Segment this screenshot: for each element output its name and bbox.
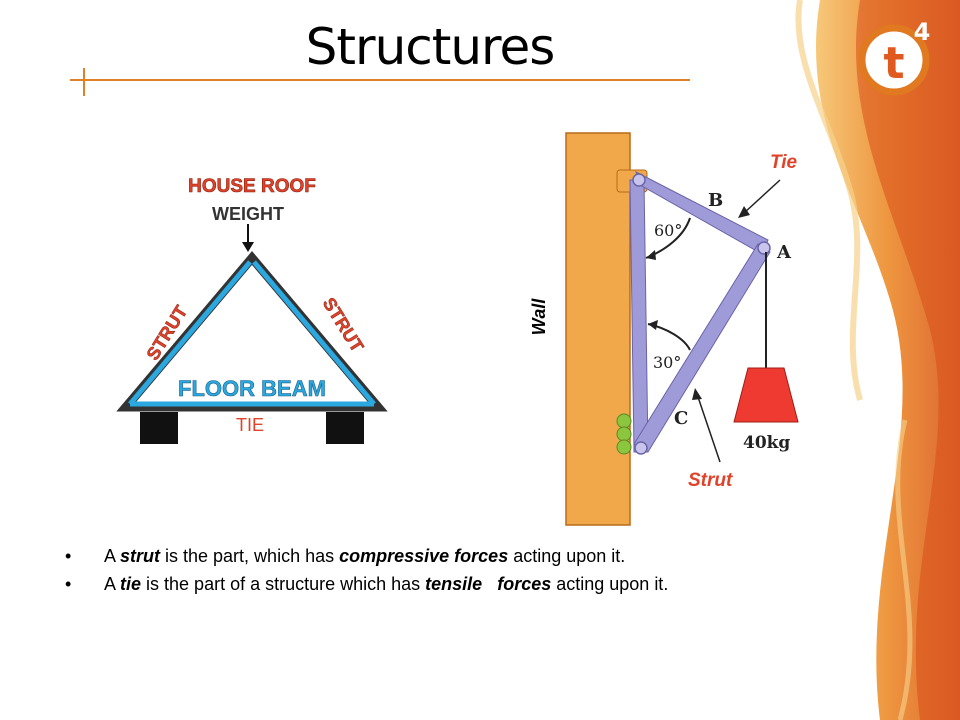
- bullet-emphasis: tensile forces: [425, 574, 552, 594]
- bullet-text: is the part of a structure which has: [141, 574, 426, 594]
- tie-callout-line: [743, 179, 781, 214]
- joint-top-pin: [632, 173, 646, 187]
- angle-bottom-label: 30°: [653, 353, 681, 372]
- tie-definition: A tie is the part of a structure which h…: [62, 570, 942, 598]
- roof-weight-label: WEIGHT: [212, 204, 284, 224]
- vertical-member: [629, 179, 649, 453]
- weight-arrow-head: [242, 242, 254, 252]
- tie-label: Tie: [770, 152, 798, 173]
- strut-callout-line: [696, 393, 721, 463]
- title-tick: [83, 68, 85, 96]
- logo-letter: t: [883, 38, 904, 89]
- point-c-label: C: [674, 408, 688, 429]
- mass-label: 40kg: [743, 433, 790, 453]
- background-swirl-band: [795, 0, 863, 401]
- bullet-text: A: [104, 546, 121, 566]
- bullet-text: acting upon it.: [551, 574, 669, 594]
- bullet-emphasis: tie: [120, 574, 142, 594]
- wall-label: Wall: [529, 298, 549, 336]
- tie-callout-arrowhead: [738, 206, 750, 218]
- hanging-weight: [733, 367, 799, 423]
- bullet-text: acting upon it.: [508, 546, 626, 566]
- point-b-label: B: [708, 190, 723, 211]
- floor-beam-label: FLOOR BEAM: [178, 376, 326, 401]
- title-underline: [70, 79, 690, 81]
- bullet-emphasis: compressive forces: [339, 546, 509, 566]
- strut-callout-arrowhead: [692, 388, 702, 400]
- right-support-block: [326, 412, 364, 444]
- joint-bottom-pin: [634, 441, 648, 455]
- strut-label: Strut: [688, 470, 733, 491]
- left-strut-member: [128, 260, 252, 406]
- t4-logo-icon: t 4: [858, 18, 931, 96]
- angle-arrow-bottom: [648, 320, 658, 330]
- roof-top-label: HOUSE ROOF: [188, 176, 316, 197]
- logo-superscript: 4: [914, 18, 931, 46]
- bullet-text: is the part, which has: [160, 546, 340, 566]
- angle-arrow-top: [646, 250, 656, 260]
- green-pin: [616, 413, 632, 429]
- page-title: Structures: [305, 18, 556, 76]
- wall-panel: [565, 132, 631, 526]
- bullet-emphasis: strut: [120, 546, 161, 566]
- roof-tie-label: TIE: [236, 415, 264, 435]
- angle-top-label: 60°: [654, 221, 682, 240]
- right-strut-member: [252, 260, 376, 406]
- definition-list: A strut is the part, which has compressi…: [62, 542, 942, 598]
- point-a-label: A: [776, 242, 792, 263]
- joint-a-pin: [757, 241, 771, 255]
- green-pin: [616, 426, 632, 442]
- strut-definition: A strut is the part, which has compressi…: [62, 542, 942, 570]
- green-pin: [616, 439, 632, 455]
- background-swirl-band: [856, 0, 960, 720]
- bullet-text: A: [104, 574, 121, 594]
- left-support-block: [140, 412, 178, 444]
